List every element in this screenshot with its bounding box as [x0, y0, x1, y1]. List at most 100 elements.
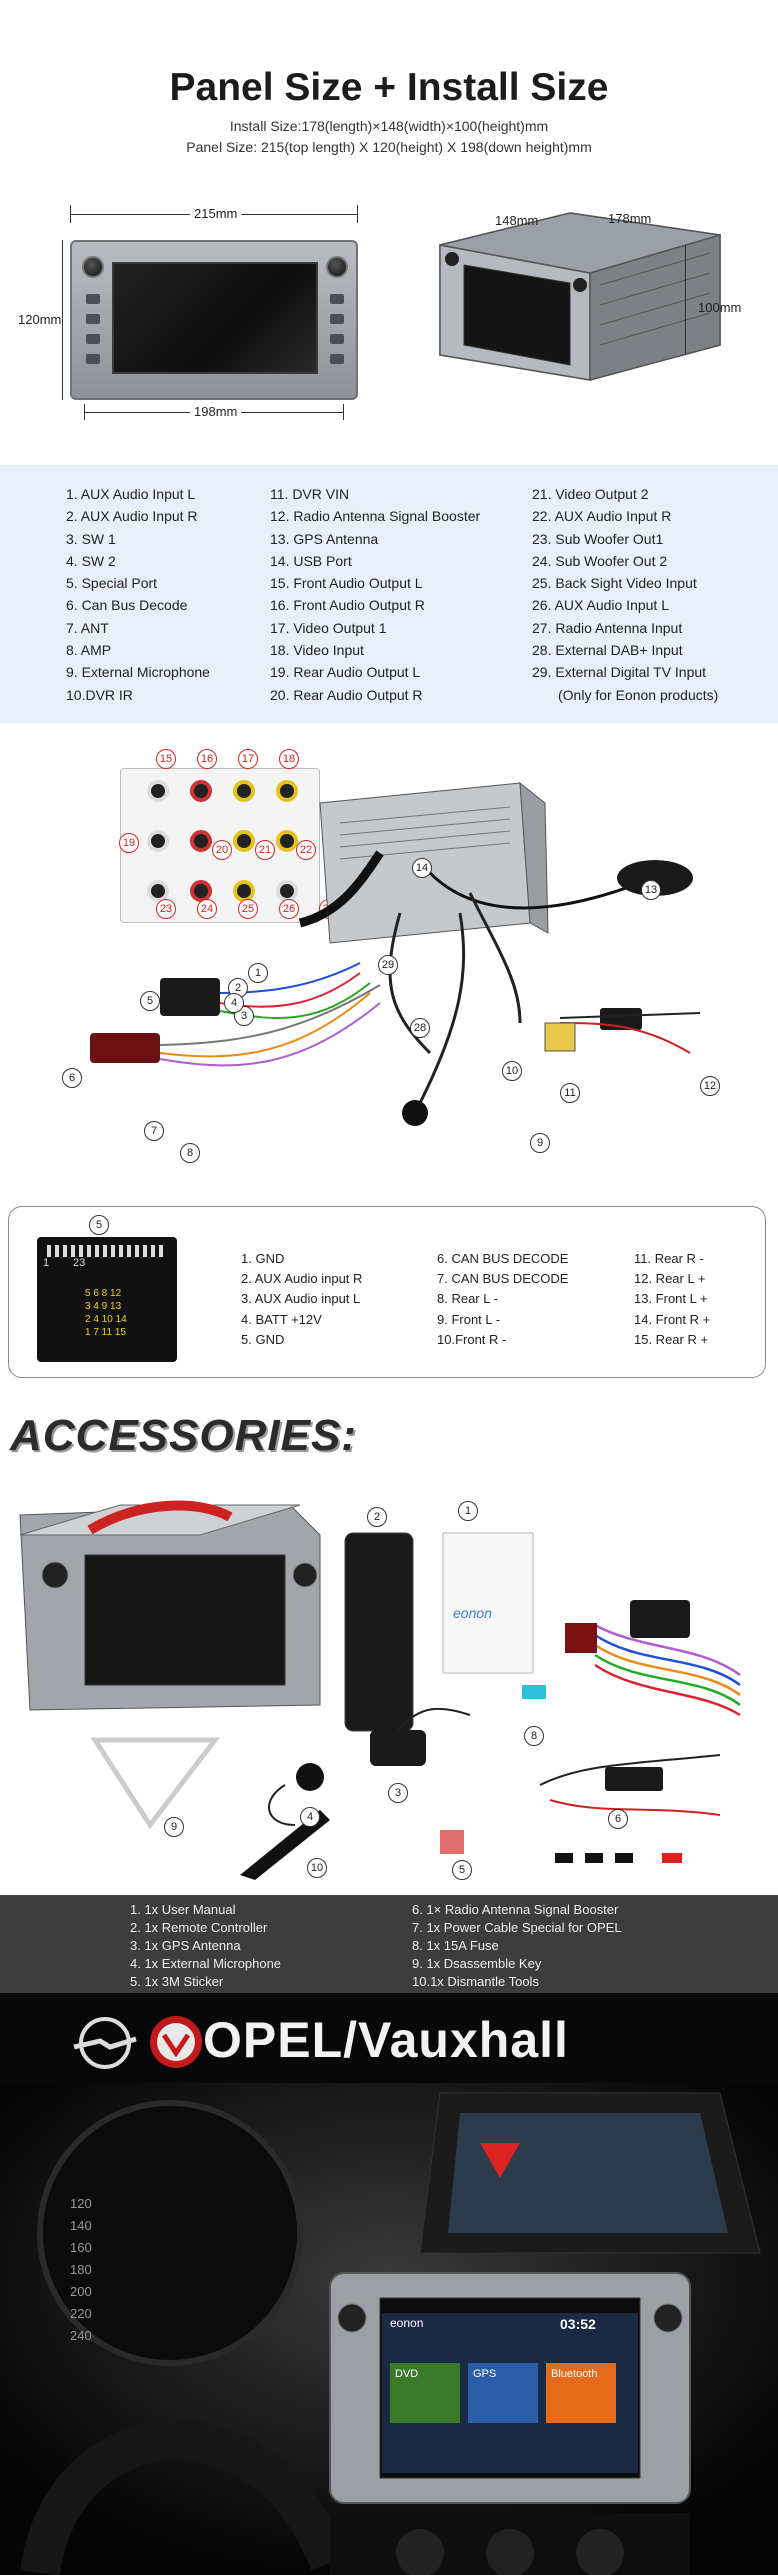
speedo-mark: 220 [70, 2306, 92, 2321]
callout-25: 25 [238, 899, 258, 919]
brand-banner-section: OPEL/Vauxhall 120 140 160 180 200 [0, 1993, 778, 2575]
rca-jack [147, 830, 169, 852]
connector-image: 1 23 5 6 8 12 3 4 9 13 2 4 10 14 1 7 11 … [37, 1237, 177, 1362]
callout-5: 5 [452, 1860, 472, 1880]
pin-item: 2. AUX Audio Input R [66, 508, 198, 525]
connector-grid-row: 2 4 10 14 [85, 1314, 127, 1325]
connector-col2: 6. CAN BUS DECODE 7. CAN BUS DECODE 8. R… [437, 1249, 568, 1350]
brand-title: OPEL/Vauxhall [203, 2012, 569, 2068]
pin-item: 5. Special Port [66, 575, 158, 592]
rca-jack [147, 880, 169, 902]
panel-title: Panel Size + Install Size [169, 66, 609, 109]
pin-item: 10.DVR IR [66, 686, 133, 703]
pin-item: 24. Sub Woofer Out 2 [532, 552, 668, 569]
callout-4: 4 [224, 993, 244, 1013]
accessory-item: 2. 1x Remote Controller [130, 1920, 268, 1935]
speedo-mark: 200 [70, 2284, 92, 2299]
accessory-item: 7. 1x Power Cable Special for OPEL [412, 1920, 622, 1935]
volume-knob-icon [82, 256, 104, 278]
pin-item: 3. SW 1 [66, 530, 116, 547]
pin-item: 13. GPS Antenna [270, 530, 379, 547]
connector-pin-1: 1 [43, 1257, 50, 1269]
callout-11: 11 [560, 1083, 580, 1103]
panel-size-text: Panel Size: 215(top length) X 120(height… [186, 139, 592, 155]
callout-9: 9 [530, 1133, 550, 1153]
pin-item: 25. Back Sight Video Input [532, 575, 697, 592]
callout-17: 17 [238, 749, 258, 769]
pin-list-col3: 21. Video Output 2 22. AUX Audio Input R… [532, 483, 718, 706]
car-interior-image [0, 2083, 778, 2575]
screen-tile-gps: GPS [473, 2368, 497, 2380]
accessory-item: 5. 1x 3M Sticker [130, 1974, 224, 1989]
side-button [86, 334, 100, 344]
side-button [330, 314, 344, 324]
connector-grid: 5 6 8 12 3 4 9 13 2 4 10 14 1 7 11 15 [85, 1287, 127, 1339]
head-unit-screen [112, 262, 318, 374]
callout-20: 20 [212, 840, 232, 860]
callout-5: 5 [89, 1215, 109, 1235]
callout-22: 22 [296, 840, 316, 860]
callout-7: 7 [144, 1121, 164, 1141]
pin-item: 9. External Microphone [66, 664, 210, 681]
dim-side-100: 100mm [698, 300, 742, 315]
callout-10: 10 [502, 1061, 522, 1081]
dim-line-right [685, 245, 686, 355]
callout-8: 8 [180, 1143, 200, 1163]
connector-top-pins [47, 1245, 165, 1257]
speedo-mark: 160 [70, 2240, 92, 2255]
pin-list-col2: 11. DVR VIN 12. Radio Antenna Signal Boo… [270, 483, 480, 706]
wiring-illustration [90, 781, 701, 1126]
head-unit-front-view [70, 240, 358, 400]
pin-item: 27. Radio Antenna Input [532, 619, 683, 636]
rca-jack [147, 780, 169, 802]
head-unit-3d-view [439, 212, 721, 381]
connector-pinout-section: 5 1 23 5 6 8 12 3 4 9 13 2 4 10 14 1 7 1… [0, 1178, 778, 1405]
dim-tick [70, 205, 71, 223]
callout-24: 24 [197, 899, 217, 919]
dim-line-left [62, 240, 63, 400]
speedo-mark: 140 [70, 2218, 92, 2233]
callout-18: 18 [279, 749, 299, 769]
connector-item: 1. GND [241, 1251, 285, 1266]
pin-item: 18. Video Input [270, 642, 364, 659]
speedo-mark: 180 [70, 2262, 92, 2277]
callout-19: 19 [119, 833, 139, 853]
connector-item: 4. BATT +12V [241, 1311, 322, 1327]
pin-list-section: 1. AUX Audio Input L 2. AUX Audio Input … [0, 465, 778, 723]
callout-13: 13 [641, 880, 661, 900]
rca-jack [276, 830, 298, 852]
pin-item: 1. AUX Audio Input L [66, 486, 196, 502]
side-button [330, 354, 344, 364]
connector-col3: 11. Rear R - 12. Rear L + 13. Front L + … [634, 1249, 710, 1350]
pin-item: 17. Video Output 1 [270, 619, 387, 636]
dim-side-148: 148mm [495, 213, 539, 228]
pin-item: 20. Rear Audio Output R [270, 686, 423, 703]
accessory-item: 10.1x Dismantle Tools [412, 1974, 539, 1989]
callout-10: 10 [307, 1858, 327, 1878]
connector-pinout-box: 5 1 23 5 6 8 12 3 4 9 13 2 4 10 14 1 7 1… [8, 1206, 766, 1378]
panel-size-section: Panel Size + Install Size Install Size:1… [0, 0, 778, 465]
pin-item: 23. Sub Woofer Out1 [532, 530, 664, 547]
connector-item: 7. CAN BUS DECODE [437, 1271, 569, 1287]
accessory-item: 4. 1x External Microphone [130, 1956, 282, 1971]
pin-item-note: (Only for Eonon products) [558, 686, 719, 703]
accessory-item: 6. 1× Radio Antenna Signal Booster [412, 1902, 619, 1917]
callout-21: 21 [255, 840, 275, 860]
pin-item: 14. USB Port [270, 552, 352, 569]
rca-jack [190, 830, 212, 852]
callout-26: 26 [279, 899, 299, 919]
rca-jack [190, 780, 212, 802]
callout-23: 23 [156, 899, 176, 919]
pin-item: 16. Front Audio Output R [270, 597, 425, 614]
manual-brand: eonon [453, 1605, 492, 1621]
callout-15: 15 [156, 749, 176, 769]
callout-8: 8 [524, 1726, 544, 1746]
pin-item: 6. Can Bus Decode [66, 597, 188, 614]
accessory-item: 8. 1x 15A Fuse [412, 1938, 499, 1953]
pin-item: 22. AUX Audio Input R [532, 508, 672, 525]
callout-5: 5 [140, 991, 160, 1011]
screen-time: 03:52 [560, 2316, 596, 2332]
pin-item: 8. AMP [66, 642, 112, 659]
connector-item: 3. AUX Audio input L [241, 1291, 361, 1307]
accessories-title: ACCESSORIES: [10, 1411, 357, 1460]
